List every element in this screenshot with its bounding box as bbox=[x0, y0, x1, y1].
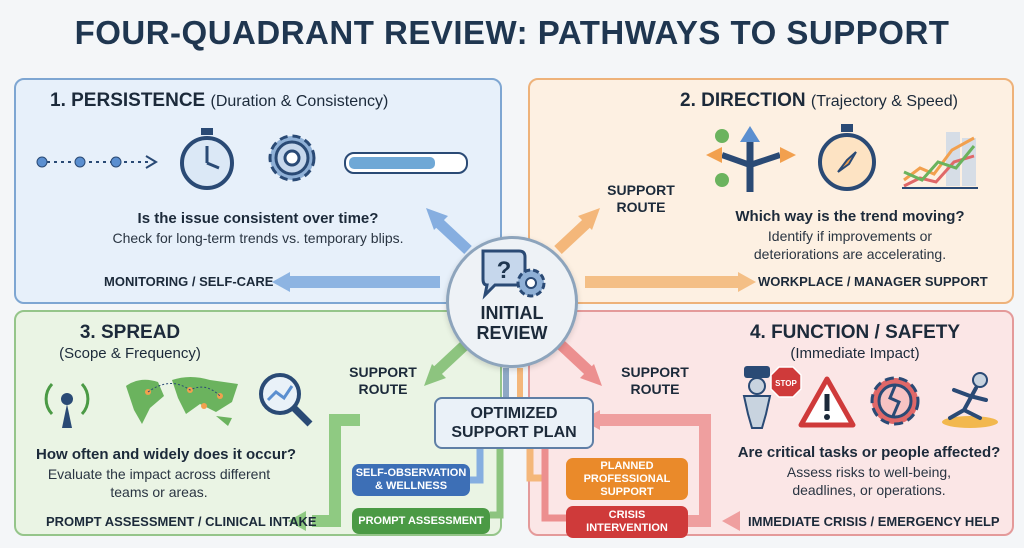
persistence-title-text: 1. PERSISTENCE bbox=[50, 90, 206, 111]
persistence-question: Is the issue consistent over time? bbox=[137, 210, 379, 227]
magnifier-chart-icon bbox=[259, 373, 313, 427]
desc-line: Assess risks to well-being, bbox=[786, 464, 952, 480]
svg-text:?: ? bbox=[497, 257, 512, 284]
spread-question: How often and widely does it occur? bbox=[36, 446, 297, 463]
desc-line: deteriorations are accelerating. bbox=[753, 246, 947, 262]
pill-line: INTERVENTION bbox=[586, 522, 668, 534]
function-safety-question: Are critical tasks or people affected? bbox=[737, 444, 1001, 461]
desc-line: Evaluate the impact across different bbox=[47, 466, 271, 482]
pill-line: SELF-OBSERVATION bbox=[355, 467, 467, 479]
pill-line: CRISIS bbox=[608, 509, 646, 521]
pill-line: & WELLNESS bbox=[374, 480, 448, 492]
direction-question: Which way is the trend moving? bbox=[735, 208, 965, 225]
desc-line: deadlines, or operations. bbox=[792, 482, 946, 498]
route-line: SUPPORT bbox=[607, 182, 675, 198]
desc-line: teams or areas. bbox=[110, 484, 208, 500]
optimized-support-plan: OPTIMIZED SUPPORT PLAN bbox=[434, 397, 594, 449]
direction-title: 2. DIRECTION (Trajectory & Speed) bbox=[680, 90, 958, 112]
function-safety-subtitle: (Immediate Impact) bbox=[790, 345, 920, 362]
quadrant-spread bbox=[14, 310, 502, 536]
crisis-emergency-route-label: IMMEDIATE CRISIS / EMERGENCY HELP bbox=[748, 514, 1000, 529]
prompt-assessment-pill: PROMPT ASSESSMENT bbox=[352, 508, 490, 534]
signal-tower-icon bbox=[44, 382, 90, 428]
route-line: ROUTE bbox=[358, 381, 408, 397]
pill-line: PROFESSIONAL bbox=[583, 472, 671, 485]
question-gear-icon: ? bbox=[481, 249, 546, 300]
route-line: SUPPORT bbox=[349, 364, 417, 380]
warning-triangle-icon bbox=[798, 376, 856, 428]
compass-icon bbox=[818, 124, 876, 191]
world-map-icon bbox=[126, 377, 238, 426]
persistence-title: 1. PERSISTENCE (Duration & Consistency) bbox=[50, 90, 388, 112]
route-line: SUPPORT bbox=[621, 364, 689, 380]
line-chart-icon bbox=[902, 132, 978, 189]
workplace-route-label: WORKPLACE / MANAGER SUPPORT bbox=[758, 274, 988, 289]
spread-subtitle: (Scope & Frequency) bbox=[59, 345, 201, 362]
prompt-clinical-route-label: PROMPT ASSESSMENT / CLINICAL INTAKE bbox=[46, 514, 317, 529]
arrow-to-direction bbox=[554, 217, 592, 255]
plan-line: OPTIMIZED bbox=[470, 405, 558, 422]
desc-line: Identify if improvements or bbox=[767, 228, 933, 244]
quadrant-persistence bbox=[14, 78, 502, 304]
persistence-description: Check for long-term trends vs. temporary… bbox=[112, 230, 404, 246]
broken-gear-icon bbox=[870, 376, 920, 426]
arrow-to-persistence bbox=[434, 217, 472, 255]
hub-label-line: INITIAL bbox=[480, 303, 544, 323]
stopwatch-icon bbox=[180, 128, 234, 190]
self-observation-pill: SELF-OBSERVATION& WELLNESS bbox=[352, 464, 470, 496]
stop-sign-icon: STOP bbox=[770, 366, 802, 398]
route-line: ROUTE bbox=[630, 381, 680, 397]
direction-title-text: 2. DIRECTION bbox=[680, 90, 806, 111]
spread-title: 3. SPREAD bbox=[79, 322, 181, 343]
quadrant-direction bbox=[528, 78, 1014, 304]
person-alert-icon bbox=[742, 366, 772, 429]
prompt-route-bar bbox=[312, 414, 360, 527]
direction-subtitle: (Trajectory & Speed) bbox=[810, 93, 958, 110]
arrow-to-spread bbox=[432, 339, 470, 377]
direction-description: Identify if improvements or deterioration… bbox=[700, 227, 1000, 263]
crisis-route-bar bbox=[600, 414, 711, 527]
function-safety-title: 4. FUNCTION / SAFETY bbox=[749, 322, 961, 343]
persistence-subtitle: (Duration & Consistency) bbox=[210, 93, 389, 110]
branching-arrows-icon bbox=[706, 126, 796, 192]
stop-sign-text: STOP bbox=[775, 379, 797, 388]
function-safety-description: Assess risks to well-being, deadlines, or… bbox=[724, 463, 1014, 499]
progress-bar-icon bbox=[344, 152, 468, 174]
page-title: FOUR-QUADRANT REVIEW: PATHWAYS TO SUPPOR… bbox=[74, 14, 950, 51]
falling-person-icon bbox=[942, 372, 998, 428]
hub-label-line: REVIEW bbox=[476, 323, 548, 343]
route-line: ROUTE bbox=[616, 199, 666, 215]
gear-icon bbox=[268, 134, 316, 182]
pill-line: PLANNED bbox=[600, 459, 654, 472]
monitoring-route-label: MONITORING / SELF-CARE bbox=[104, 274, 274, 289]
spread-description: Evaluate the impact across different team… bbox=[14, 465, 304, 501]
timeline-dots-icon bbox=[36, 155, 158, 169]
plan-line: SUPPORT PLAN bbox=[451, 424, 577, 441]
pill-line: SUPPORT bbox=[600, 485, 654, 498]
arrow-to-function bbox=[556, 339, 594, 377]
